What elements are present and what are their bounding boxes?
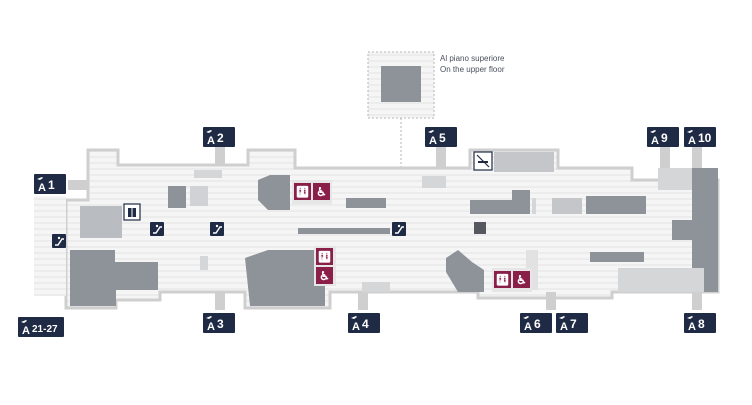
- restroom-icon[interactable]: [494, 271, 511, 288]
- no-smoking-icon[interactable]: [473, 151, 493, 171]
- svg-text:♿︎: ♿︎: [516, 273, 527, 287]
- restroom-group-top: 🚻︎ ♿︎: [292, 180, 332, 204]
- restroom-group-mid: 🚻︎ ♿︎: [314, 246, 336, 286]
- svg-text:♿︎: ♿︎: [319, 269, 330, 283]
- escalator-icon[interactable]: [392, 222, 406, 236]
- wheelchair-icon[interactable]: [513, 271, 530, 288]
- upper-floor-block: [381, 66, 421, 102]
- gate-number: 4: [362, 317, 369, 331]
- airplane-icon: [559, 316, 565, 319]
- shops-dark: [70, 168, 718, 306]
- restroom-icon[interactable]: [294, 183, 311, 200]
- gate-number: 2: [217, 131, 224, 145]
- elevator-icon[interactable]: [123, 203, 141, 221]
- airplane-icon: [206, 130, 212, 133]
- gate-number: 10: [698, 131, 712, 145]
- escalator-icon[interactable]: [210, 222, 224, 236]
- gate-letter: A: [688, 321, 696, 333]
- airplane-icon: [687, 130, 693, 133]
- gate-number: 7: [570, 317, 577, 331]
- gate-letter: A: [207, 321, 215, 333]
- upper-floor-note-it: Al piano superiore: [440, 54, 505, 63]
- svg-text:♿︎: ♿︎: [316, 185, 327, 199]
- gate-letter: A: [651, 135, 659, 147]
- gate-letter: A: [524, 321, 532, 333]
- gate-number: 6: [534, 317, 541, 331]
- upper-floor-note-en: On the upper floor: [440, 65, 505, 74]
- svg-text:🚻︎: 🚻︎: [318, 251, 332, 264]
- upper-floor-inset: Al piano superiore On the upper floor: [367, 51, 505, 168]
- gate-letter: A: [22, 325, 30, 337]
- wheelchair-icon[interactable]: [313, 183, 330, 200]
- gate-number: 1: [48, 178, 55, 192]
- gate-number: 21-27: [32, 324, 58, 335]
- gate-letter: A: [207, 135, 215, 147]
- gate-number: 3: [217, 317, 224, 331]
- airplane-icon: [523, 316, 529, 319]
- gate-letter: A: [429, 135, 437, 147]
- gate-number: 9: [661, 131, 668, 145]
- escalators: [52, 222, 406, 248]
- wheelchair-icon[interactable]: [316, 267, 333, 284]
- gate-connectors: [68, 146, 702, 310]
- escalator-icon[interactable]: [52, 234, 66, 248]
- airplane-icon: [21, 320, 27, 323]
- gate-number: 5: [439, 131, 446, 145]
- airplane-icon: [37, 177, 43, 180]
- svg-text:🚻︎: 🚻︎: [496, 274, 510, 287]
- airplane-icon: [687, 316, 693, 319]
- restroom-group-right: 🚻︎ ♿︎: [492, 268, 532, 292]
- escalator-icon[interactable]: [150, 222, 164, 236]
- gate-number: 8: [698, 317, 705, 331]
- gate-letter: A: [38, 182, 46, 194]
- airplane-icon: [428, 130, 434, 133]
- airplane-icon: [650, 130, 656, 133]
- gate-letter: A: [352, 321, 360, 333]
- restroom-icon[interactable]: [316, 248, 333, 265]
- gate-letter: A: [688, 135, 696, 147]
- airplane-icon: [351, 316, 357, 319]
- svg-text:🚻︎: 🚻︎: [296, 186, 310, 199]
- airplane-icon: [206, 316, 212, 319]
- gate-letter: A: [560, 321, 568, 333]
